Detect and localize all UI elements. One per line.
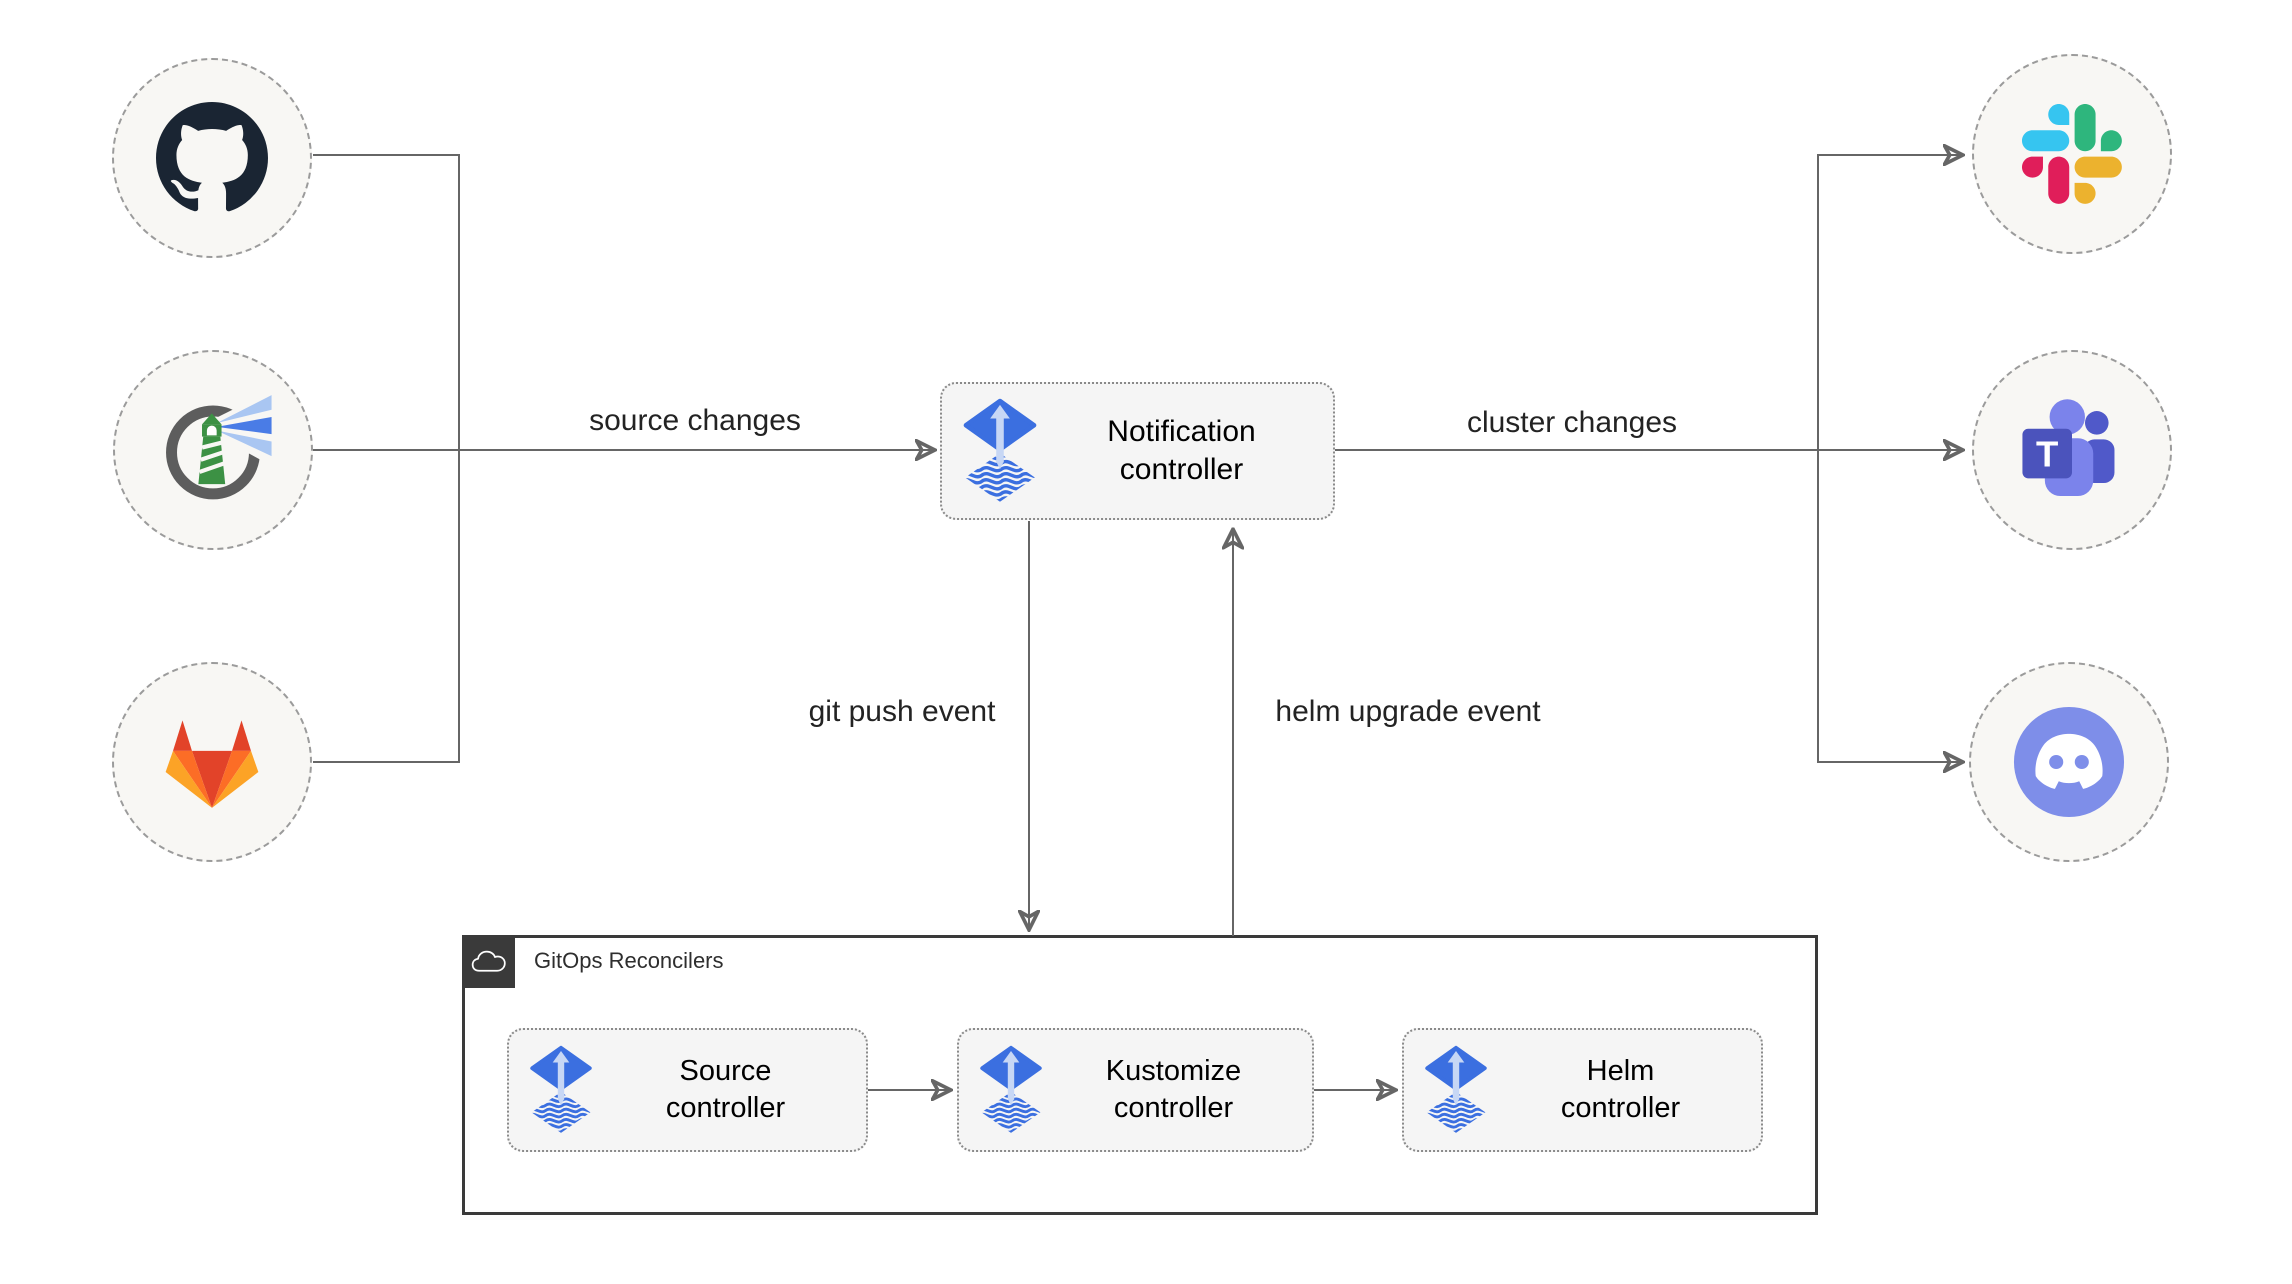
cloud-icon (471, 949, 507, 975)
harbor-icon (152, 389, 274, 511)
microsoft-teams-icon (2013, 391, 2131, 509)
source-controller-label: Source controller (665, 1054, 786, 1124)
slack-icon (2022, 104, 2122, 204)
edge-label-git-push-event: git push event (803, 695, 1001, 729)
notification-controller-label: Notification controller (1107, 414, 1256, 486)
kustomize-controller-label: Kustomize controller (1105, 1054, 1242, 1124)
node-helm-controller: Helm controller (1402, 1028, 1763, 1152)
node-github (112, 58, 312, 258)
node-discord (1969, 662, 2169, 862)
flux-icon (979, 1045, 1043, 1135)
node-microsoft-teams (1972, 350, 2172, 550)
node-notification-controller: Notification controller (940, 382, 1335, 520)
helm-controller-label: Helm controller (1560, 1054, 1681, 1124)
node-kustomize-controller: Kustomize controller (957, 1028, 1314, 1152)
node-slack (1972, 54, 2172, 254)
flux-icon (1424, 1045, 1488, 1135)
gitops-group-title: GitOps Reconcilers (534, 948, 724, 973)
discord-icon (2005, 698, 2133, 826)
edge-label-cluster-changes: cluster changes (1461, 406, 1683, 440)
gitops-group-badge (462, 935, 515, 988)
github-icon (156, 102, 268, 214)
node-harbor (113, 350, 313, 550)
flux-icon (962, 398, 1038, 504)
edge-label-source-changes: source changes (584, 404, 806, 438)
flux-icon (529, 1045, 593, 1135)
edge-label-helm-upgrade-event: helm upgrade event (1270, 695, 1546, 729)
node-gitlab (112, 662, 312, 862)
gitlab-icon (159, 713, 265, 811)
node-source-controller: Source controller (507, 1028, 868, 1152)
